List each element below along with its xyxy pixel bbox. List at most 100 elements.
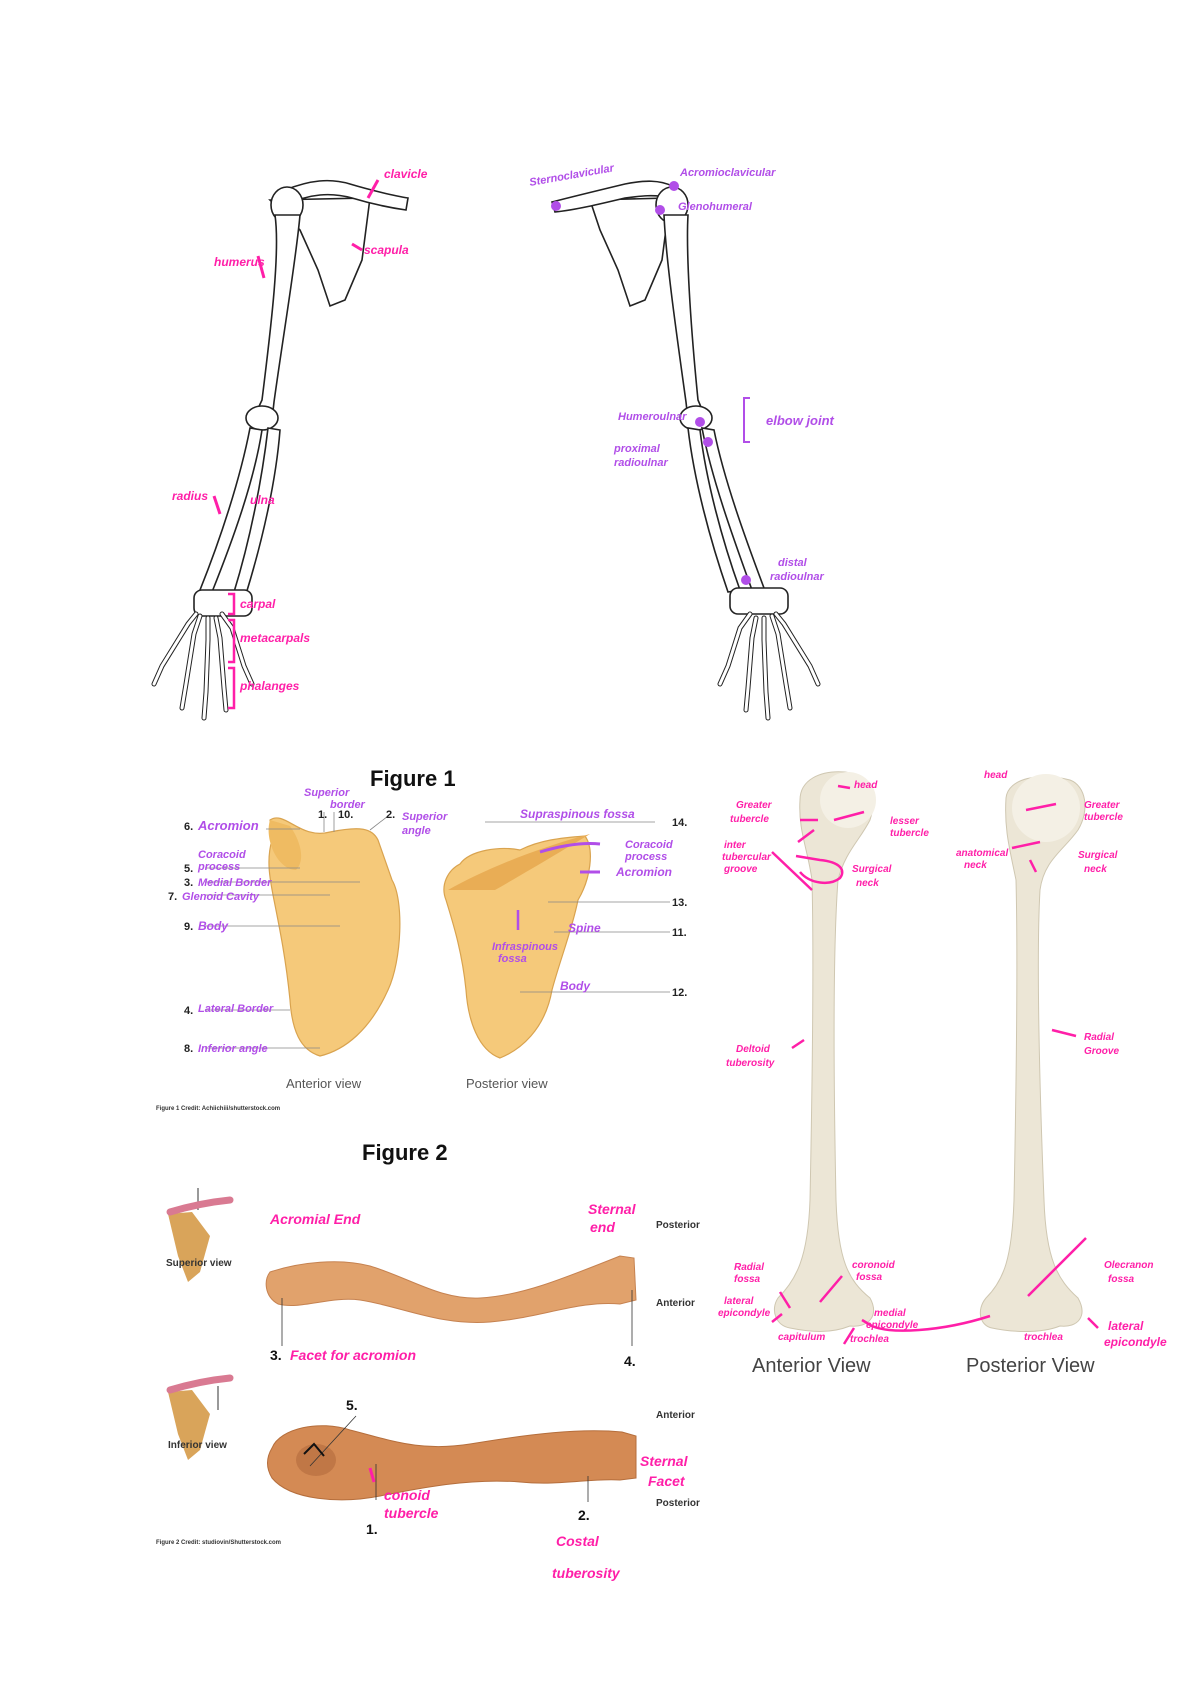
svg-text:trochlea: trochlea [850, 1334, 889, 1345]
label-humeroulnar: Humeroulnar [618, 411, 687, 423]
superior-view-thumbnail: Superior view [166, 1188, 232, 1282]
svg-text:tuberosity: tuberosity [552, 1565, 621, 1581]
humerus-outline [255, 215, 300, 420]
label-carpal: carpal [240, 597, 276, 611]
svg-text:Coracoid: Coracoid [625, 839, 673, 851]
svg-text:6.: 6. [184, 821, 193, 833]
hand-bones-2 [720, 614, 818, 718]
svg-text:Greater: Greater [736, 800, 773, 811]
label-radioulnar: radioulnar [614, 457, 669, 469]
svg-text:lateral: lateral [724, 1296, 754, 1307]
svg-text:lateral: lateral [1108, 1319, 1144, 1333]
svg-text:9.: 9. [184, 921, 193, 933]
figure1-handwritten-labels: Superior border Superior angle Acromion … [182, 787, 673, 1055]
svg-text:fossa: fossa [498, 953, 527, 965]
svg-text:Deltoid: Deltoid [736, 1044, 771, 1055]
svg-text:Body: Body [560, 979, 591, 993]
label-phalanges: phalanges [239, 679, 300, 693]
elbow [246, 406, 278, 430]
svg-text:coronoid: coronoid [852, 1260, 896, 1271]
svg-text:Inferior view: Inferior view [168, 1440, 227, 1451]
clavicle-superior [266, 1256, 636, 1323]
figure-2: Figure 2 Superior view Inferior view 3. … [156, 1140, 700, 1581]
humerus-posterior-view: Posterior View [966, 1355, 1095, 1377]
svg-text:2.: 2. [386, 809, 395, 821]
humerus-labels: head head Greater tubercle lesser tuberc… [718, 770, 1167, 1349]
svg-text:Radial: Radial [734, 1262, 764, 1273]
svg-text:Spine: Spine [568, 921, 601, 935]
svg-text:Medial Border: Medial Border [198, 877, 272, 889]
svg-text:14.: 14. [672, 817, 687, 829]
svg-text:Supraspinous fossa: Supraspinous fossa [520, 807, 635, 821]
svg-text:Body: Body [198, 919, 229, 933]
svg-text:process: process [197, 861, 240, 873]
svg-text:Greater: Greater [1084, 800, 1121, 811]
svg-text:conoid: conoid [384, 1487, 430, 1503]
svg-text:groove: groove [723, 864, 758, 875]
svg-text:1.: 1. [366, 1521, 378, 1537]
svg-text:trochlea: trochlea [1024, 1332, 1063, 1343]
hand-bones [154, 614, 252, 718]
humerus-posterior [980, 777, 1085, 1332]
svg-text:8.: 8. [184, 1043, 193, 1055]
svg-text:Coracoid: Coracoid [198, 849, 246, 861]
svg-text:7.: 7. [168, 891, 177, 903]
svg-text:lesser: lesser [890, 816, 920, 827]
svg-text:11.: 11. [672, 927, 687, 939]
label-glenohumeral: Glenohumeral [678, 201, 753, 213]
svg-text:fossa: fossa [1108, 1274, 1135, 1285]
svg-text:Superior: Superior [304, 787, 350, 799]
label-distal: distal [778, 557, 808, 569]
svg-text:anatomical: anatomical [956, 848, 1008, 859]
svg-text:neck: neck [1084, 864, 1107, 875]
humerus-posterior-head [1012, 774, 1080, 842]
svg-text:Olecranon: Olecranon [1104, 1260, 1153, 1271]
svg-text:neck: neck [964, 860, 987, 871]
svg-text:4.: 4. [184, 1005, 193, 1017]
svg-text:Posterior: Posterior [656, 1498, 700, 1509]
svg-text:3.: 3. [270, 1347, 282, 1363]
svg-text:Surgical: Surgical [852, 864, 892, 875]
figure-2-title: Figure 2 [362, 1140, 448, 1165]
svg-text:angle: angle [402, 825, 431, 837]
label-humerus: humerus [214, 255, 265, 269]
svg-text:tubercle: tubercle [384, 1505, 439, 1521]
svg-text:head: head [854, 780, 878, 791]
svg-text:12.: 12. [672, 987, 687, 999]
label-distal-radioulnar: radioulnar [770, 571, 825, 583]
svg-text:medial: medial [874, 1308, 906, 1319]
svg-text:Superior view: Superior view [166, 1258, 232, 1269]
svg-text:Facet for acromion: Facet for acromion [290, 1347, 416, 1363]
svg-text:Anterior: Anterior [656, 1410, 695, 1421]
svg-text:Anterior: Anterior [656, 1298, 695, 1309]
svg-text:Lateral Border: Lateral Border [198, 1003, 274, 1015]
label-metacarpals: metacarpals [240, 631, 310, 645]
svg-text:tubercle: tubercle [890, 828, 929, 839]
svg-text:epicondyle: epicondyle [1104, 1335, 1167, 1349]
svg-text:Glenoid Cavity: Glenoid Cavity [182, 891, 260, 903]
svg-text:Posterior: Posterior [656, 1220, 700, 1231]
svg-text:end: end [590, 1219, 615, 1235]
svg-text:Acromion: Acromion [615, 865, 672, 879]
figure1-anterior-view: Anterior view [286, 1076, 362, 1091]
svg-text:Infraspinous: Infraspinous [492, 941, 558, 953]
svg-text:5.: 5. [184, 863, 193, 875]
svg-text:2.: 2. [578, 1507, 590, 1523]
figure1-credit: Figure 1 Credit: Achiichiii/shutterstock… [156, 1106, 280, 1112]
svg-text:1.: 1. [318, 809, 327, 821]
svg-text:Costal: Costal [556, 1533, 600, 1549]
svg-text:epicondyle: epicondyle [718, 1308, 771, 1319]
svg-text:process: process [624, 851, 667, 863]
svg-text:Superior: Superior [402, 811, 448, 823]
svg-text:neck: neck [856, 878, 879, 889]
svg-text:13.: 13. [672, 897, 687, 909]
arm-joints-diagram [551, 181, 818, 718]
humerus-diagram: Anterior View Posterior View head head G… [718, 770, 1167, 1377]
carpals-2 [730, 588, 788, 614]
label-sternoclavicular: Sternoclavicular [528, 162, 615, 189]
label-radius: radius [172, 489, 208, 503]
figure2-credit: Figure 2 Credit: studiovin/Shutterstock.… [156, 1540, 281, 1546]
svg-text:tubercular: tubercular [722, 852, 772, 863]
humerus-outline-2 [664, 215, 704, 420]
